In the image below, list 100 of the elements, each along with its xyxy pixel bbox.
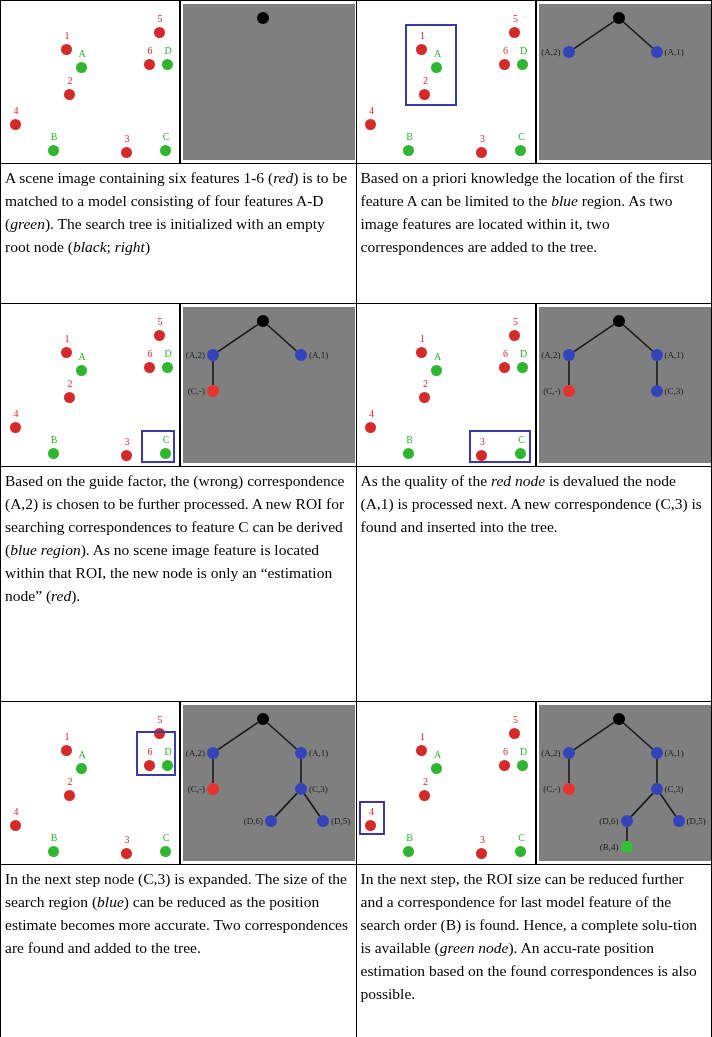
node-label: (C,-): [543, 784, 561, 794]
feature-label: 5: [157, 317, 163, 327]
feature-label: 4: [13, 409, 19, 419]
feature-label: 6: [147, 46, 153, 56]
feature-label: 5: [513, 317, 518, 327]
feature-label: 4: [369, 807, 374, 817]
feature-label: C: [162, 435, 170, 445]
feature-label: 1: [420, 31, 425, 41]
feature-label: 2: [67, 379, 73, 389]
tree-edge: [217, 721, 259, 751]
tree-edge: [622, 722, 653, 750]
node-label: (C,3): [309, 784, 328, 794]
feature-label: 6: [147, 349, 153, 359]
node-label: (C,-): [543, 386, 561, 396]
feature-label: 2: [423, 76, 428, 86]
tree-edge: [655, 758, 658, 784]
tree-edge: [212, 758, 214, 784]
feature-label: D: [519, 46, 528, 56]
node-label: (A,2): [541, 350, 561, 360]
feature-label: D: [164, 747, 172, 757]
feature-label: 6: [147, 747, 153, 757]
tree-edge: [629, 792, 654, 818]
node-label: (D,6): [599, 816, 619, 826]
feature-label: 1: [64, 732, 70, 742]
tree-edge: [567, 758, 570, 784]
tree-edge: [567, 360, 570, 386]
feature-label: 1: [64, 334, 70, 344]
feature-label: 1: [420, 732, 425, 742]
feature-label: C: [518, 833, 525, 843]
feature-label: C: [162, 833, 170, 843]
node-label: (A,1): [309, 350, 329, 360]
caption-text: In the next step, the ROI size can be reduced further and a correspondence for last model feature of the search order (B) is found. Hence, a complete solu-tion is available (green node). An accu-rate position estimation based on the found correspondences is also possible.: [360, 869, 699, 1004]
node-label: (A,1): [309, 748, 329, 758]
feature-label: 6: [503, 46, 508, 56]
caption-text: Based on the guide factor, the (wrong) correspondence (A,2) is chosen to be further processed. A new ROI for searching correspondences to feature C can be derived (blue region). As no scene image feature is located within that ROI, the new node is only an “estimation node” (red).: [5, 471, 346, 606]
node-label: (C,-): [187, 784, 205, 794]
feature-label: B: [406, 435, 413, 445]
feature-label: 3: [480, 437, 485, 447]
tree-edge: [622, 324, 653, 352]
node-label: (D,5): [686, 816, 706, 826]
feature-label: B: [50, 833, 58, 843]
tree-edge: [212, 360, 214, 386]
node-label: (A,1): [664, 748, 684, 758]
feature-label: 4: [13, 807, 19, 817]
tree-edge: [659, 793, 676, 817]
tree-edge: [572, 20, 615, 50]
feature-label: 3: [480, 134, 485, 144]
feature-label: 4: [369, 106, 374, 116]
tree-edge: [572, 323, 615, 353]
feature-label: C: [518, 132, 525, 142]
feature-label: 6: [503, 747, 508, 757]
feature-label: 5: [513, 715, 518, 725]
feature-label: 3: [124, 134, 130, 144]
feature-label: C: [518, 435, 525, 445]
tree-edge: [300, 758, 302, 784]
node-label: (D,5): [331, 816, 351, 826]
feature-label: B: [50, 435, 58, 445]
tree-edge: [625, 826, 628, 842]
tree-edge: [572, 721, 615, 751]
feature-label: D: [164, 349, 172, 359]
node-label: (A,2): [185, 350, 205, 360]
tree-edge: [266, 324, 298, 352]
tree-edge: [266, 722, 298, 750]
node-label: (A,1): [664, 47, 684, 57]
feature-label: 3: [480, 835, 485, 845]
node-label: (C,3): [664, 784, 684, 794]
caption-text: As the quality of the red node is devalued the node (A,1) is processed next. A new correspondence (C,3) is found and inserted into the tree.: [360, 471, 703, 537]
feature-label: 2: [423, 379, 428, 389]
feature-label: 3: [124, 835, 130, 845]
feature-label: A: [78, 49, 86, 59]
tree-edge: [274, 792, 298, 818]
feature-label: D: [519, 349, 528, 359]
feature-label: 1: [64, 31, 70, 41]
feature-label: A: [78, 750, 86, 760]
feature-label: 2: [67, 777, 73, 787]
node-label: (D,6): [243, 816, 263, 826]
feature-label: C: [162, 132, 170, 142]
feature-label: A: [433, 49, 442, 59]
feature-label: B: [406, 833, 413, 843]
feature-label: A: [433, 750, 442, 760]
node-label: (A,2): [185, 748, 205, 758]
node-label: (A,1): [664, 350, 684, 360]
tree-edge: [622, 21, 653, 49]
tree-edge: [655, 360, 658, 386]
feature-label: 2: [67, 76, 73, 86]
tree-edge: [217, 323, 259, 353]
feature-label: B: [406, 132, 413, 142]
feature-label: A: [433, 352, 442, 362]
feature-label: 4: [369, 409, 374, 419]
caption-text: In the next step node (C,3) is expanded. The size of the search region (blue) can be reduced as the position estimate becomes more accurate. Two correspondences are found and added to the tree.: [5, 869, 349, 958]
feature-label: B: [50, 132, 58, 142]
node-label: (C,-): [187, 386, 205, 396]
caption-text: Based on a priori knowledge the location of the first feature A can be limited to the blue region. As two image features are located within it, two correspondences are added to the tree.: [360, 168, 685, 257]
node-label: (A,2): [541, 748, 561, 758]
feature-label: 2: [423, 777, 428, 787]
feature-label: A: [78, 352, 86, 362]
feature-label: 4: [13, 106, 19, 116]
node-label: (B,4): [599, 842, 619, 852]
feature-label: 6: [503, 349, 508, 359]
node-label: (A,2): [541, 47, 561, 57]
